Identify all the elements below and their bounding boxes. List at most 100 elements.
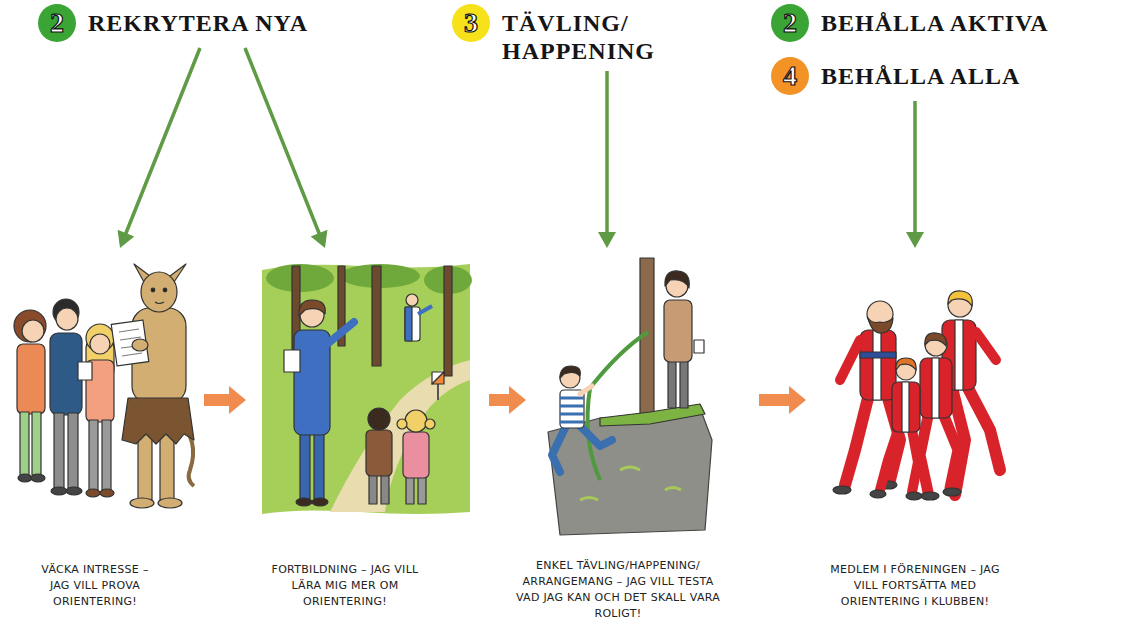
cliff-climb-part <box>640 258 654 428</box>
stage-heading: TÄVLING/ HAPPENING3 <box>452 4 682 65</box>
forest-lesson-part <box>432 372 444 384</box>
forest-lesson-part <box>299 300 325 316</box>
flow-arrow-shape <box>759 386 806 414</box>
pointer-arrow <box>906 101 924 248</box>
arrow-line <box>605 71 609 234</box>
callout-number: 2 <box>50 9 64 37</box>
cliff-climb-part <box>560 366 580 378</box>
forest-lesson-part <box>330 360 470 512</box>
arrow-line <box>125 48 200 235</box>
club-runners-part <box>845 398 868 485</box>
kids-and-troll-part <box>51 487 67 495</box>
number-circle: 2 <box>38 4 76 42</box>
kids-and-troll-part <box>18 474 32 482</box>
club-runners-part <box>870 490 886 498</box>
forest-lesson-part <box>418 306 432 314</box>
club-runners-part <box>912 430 918 492</box>
kids-and-troll-part <box>141 272 177 312</box>
club-runners-part <box>921 492 939 500</box>
cliff-climb-part <box>600 404 705 426</box>
club-runners-part <box>943 488 961 496</box>
forest-lesson-part <box>326 322 354 345</box>
club-runners-part <box>968 388 1000 470</box>
flow-arrow <box>759 386 806 414</box>
kids-and-troll-part <box>163 288 167 292</box>
kids-and-troll-part <box>158 498 182 508</box>
kids-and-troll-part <box>14 310 46 342</box>
cliff-climb-part <box>680 360 688 408</box>
kids-and-troll-part <box>68 413 78 488</box>
club-runners-part <box>892 382 920 432</box>
club-runners-part <box>932 358 939 418</box>
kids-and-troll-part <box>86 489 100 497</box>
club-runners-part <box>860 352 896 358</box>
forest-lesson-part <box>366 430 392 476</box>
kids-and-troll-part <box>132 339 148 351</box>
club-runners-part <box>955 320 963 390</box>
cliff-climb-part <box>560 398 584 422</box>
callout-number: 4 <box>783 62 797 90</box>
stage-heading: REKRYTERA NYA 2 <box>38 4 308 42</box>
kids-and-troll-part <box>56 308 78 330</box>
arrow-head <box>906 232 924 248</box>
forest-lesson-part <box>314 430 324 500</box>
forest-lesson-part <box>432 372 444 384</box>
kids-and-troll-part <box>66 487 82 495</box>
number-circle: 2 <box>771 4 809 42</box>
forest-lesson-part <box>405 307 412 341</box>
kids-and-troll-part <box>32 412 41 475</box>
cliff-climb-part <box>665 271 689 288</box>
club-runners-part <box>833 486 851 494</box>
forest-lesson-part <box>437 384 439 400</box>
kids-and-troll-part <box>130 498 154 508</box>
stage-heading: BEHÅLLA ALLA4 <box>771 57 1020 95</box>
forest-lesson-part <box>300 430 310 500</box>
kids-and-troll-part <box>54 413 64 488</box>
club-runners-part <box>925 333 946 346</box>
kids-and-troll-part <box>122 398 194 444</box>
flow-arrow <box>204 386 246 414</box>
arrow-line <box>245 48 320 235</box>
forest-lesson-part <box>284 350 300 372</box>
kids-and-troll <box>14 264 194 508</box>
stage-caption: VÄCKA INTRESSE – JAG VILL PROVA ORIENTER… <box>30 562 160 610</box>
cliff-climb-part <box>664 300 692 362</box>
kids-and-troll-part <box>89 420 98 490</box>
kids-and-troll-part <box>20 412 29 475</box>
heading-text: REKRYTERA NYA <box>88 4 308 37</box>
forest-lesson-part <box>405 410 427 432</box>
arrow-head <box>118 230 135 248</box>
kids-and-troll-part <box>31 474 45 482</box>
kids-and-troll-part <box>100 489 114 497</box>
arrow-line <box>913 101 917 234</box>
cliff-climb-part <box>668 360 676 408</box>
club-runners-part <box>868 318 893 333</box>
stage-heading: BEHÅLLA AKTIVA2 <box>771 4 1049 42</box>
cliff-climb-part <box>580 426 612 446</box>
arrow-head <box>311 230 328 248</box>
number-circle: 4 <box>771 57 809 95</box>
forest-lesson <box>262 264 472 514</box>
club-runners-part <box>880 430 898 490</box>
forest-lesson-part <box>406 294 418 306</box>
forest-lesson-part <box>418 476 426 504</box>
forest-lesson-part <box>312 498 328 506</box>
callout-number: 2 <box>783 9 797 37</box>
arrow-head <box>598 232 616 248</box>
stage-panel: MEDLEM I FÖRENINGEN – JAG VILL FORTSÄTTA… <box>810 250 1010 625</box>
club-runners-part <box>902 382 909 432</box>
cliff-climb-part <box>590 332 648 388</box>
forest-lesson-part <box>296 498 312 506</box>
cliff-climb-part <box>694 340 704 353</box>
stage-panel: FORTBILDNING – JAG VILL LÄRA MIG MER OM … <box>250 250 485 625</box>
flow-arrow-shape <box>489 386 526 414</box>
forest-lesson-part <box>403 432 429 478</box>
club-runners-part <box>873 330 881 400</box>
forest-lesson-part <box>368 408 390 430</box>
pointer-arrow <box>118 48 200 248</box>
kids-and-troll-part <box>151 288 155 292</box>
club-runners <box>833 291 1000 500</box>
kids-and-troll-part <box>155 302 164 304</box>
